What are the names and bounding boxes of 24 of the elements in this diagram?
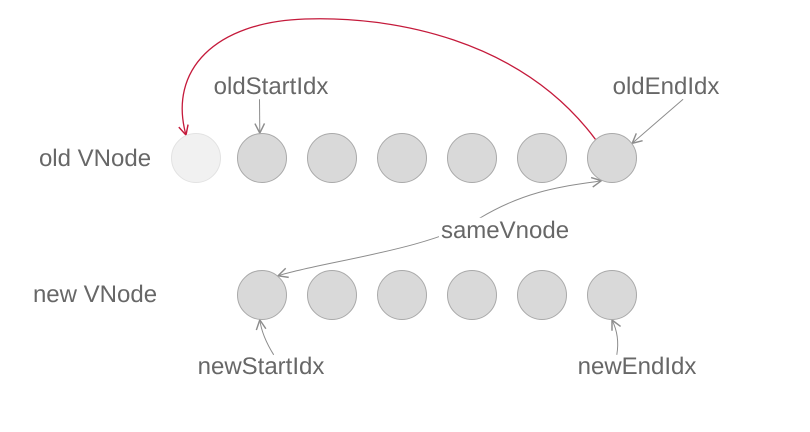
row-label: new VNode (32, 282, 158, 308)
leader-arrow (254, 98, 266, 134)
index-label: newEndIdx (578, 354, 696, 380)
node-circle (587, 270, 637, 320)
leader-arrow (631, 98, 684, 144)
node-circle (517, 133, 567, 183)
node-circle (517, 270, 567, 320)
node-circle (447, 270, 497, 320)
row-label: old VNode (38, 146, 152, 172)
node-circle (237, 270, 287, 320)
node-circle (447, 133, 497, 183)
leader-arrow (256, 319, 274, 356)
index-label: newStartIdx (198, 354, 324, 380)
node-circle (307, 133, 357, 183)
node-circle (307, 270, 357, 320)
faded-node-circle (171, 133, 221, 183)
node-circle (377, 270, 427, 320)
index-label: oldEndIdx (612, 74, 720, 100)
leader-arrow (611, 319, 622, 356)
node-circle (237, 133, 287, 183)
node-circle (377, 133, 427, 183)
index-label: oldStartIdx (214, 74, 328, 100)
curved-arrow (178, 18, 596, 140)
node-circle (587, 133, 637, 183)
